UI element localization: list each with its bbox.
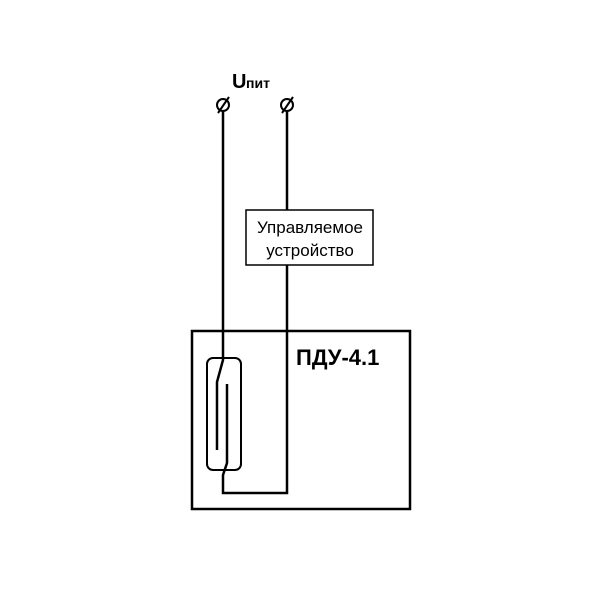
controlled-device-box	[245, 209, 374, 266]
reed-switch-icon	[206, 357, 242, 471]
device-label-line1: Управляемое	[257, 218, 363, 237]
pdu-unit-box	[190, 329, 412, 511]
supply-label-sub: пит	[246, 75, 270, 91]
wires	[215, 111, 289, 495]
terminal-left-icon	[216, 96, 230, 114]
device-label-line2: устройство	[266, 241, 354, 260]
supply-label-u: U	[232, 71, 246, 93]
unit-label: ПДУ-4.1	[296, 345, 379, 370]
terminal-right-icon	[280, 96, 294, 114]
